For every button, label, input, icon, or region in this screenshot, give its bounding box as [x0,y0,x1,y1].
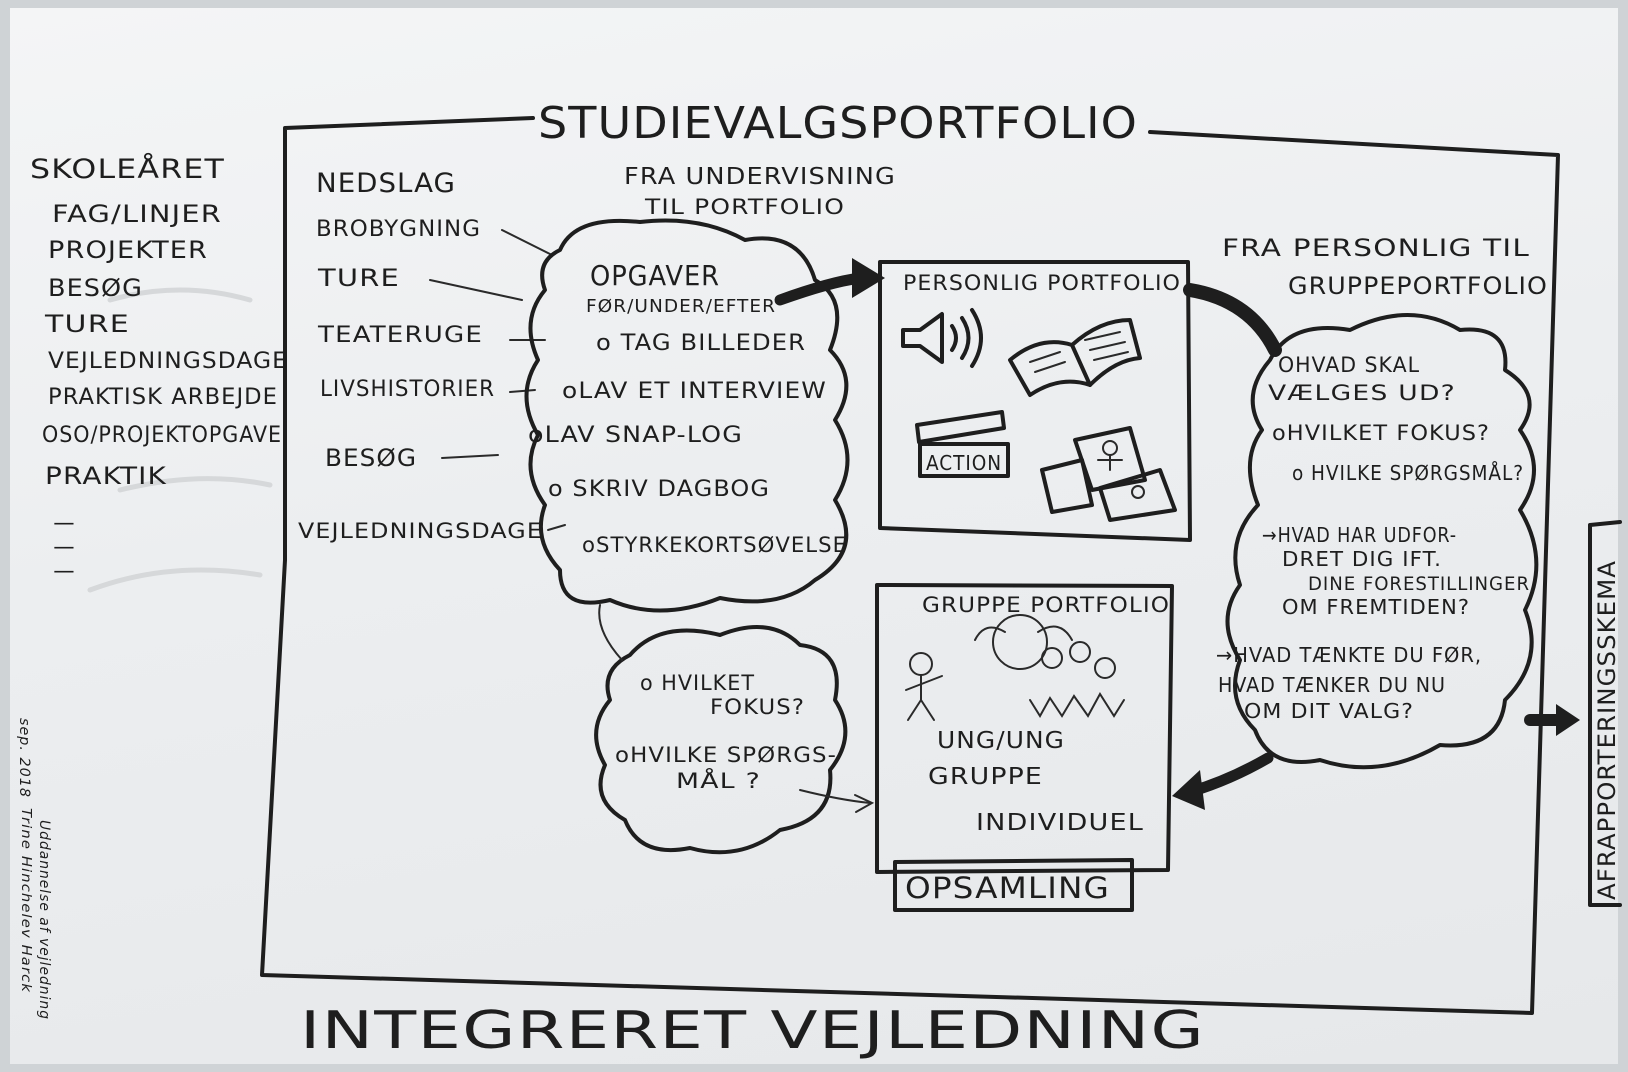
connector-line [501,229,553,256]
opgaver-item: o SKRIV DAGBOG [548,477,770,502]
speaker-icon [901,308,983,368]
right-cloud-item: →HVAD HAR UDFOR- [1262,523,1457,547]
faint-mark [87,567,263,593]
book-icon [1008,318,1142,397]
credit-line: Trine Hinchelev Harck [18,808,33,993]
footer-title: INTEGRERET VEJLEDNING [300,1001,1205,1061]
fra-undervisning-line: FRA UNDERVISNING [624,164,896,190]
arrow-to-personlig [774,272,866,306]
arrow-head [1556,704,1580,736]
afrapportering-box [1588,520,1622,907]
nedslag-item: VEJLEDNINGSDAGE [298,519,543,543]
left-item: PRAKTIK [45,462,167,490]
arrow-head [852,258,885,298]
right-cloud-item: VÆLGES UD? [1268,381,1456,405]
connector-line [441,454,499,459]
nedslag-heading: NEDSLAG [316,168,456,199]
left-item: – [52,535,78,560]
arc-arrow [1183,283,1282,357]
left-item: OSO/PROJEKTOPGAVE [42,423,282,448]
opgaver-item: o TAG BILLEDER [596,331,806,356]
right-cloud-item: OHVAD SKAL [1278,353,1420,377]
fra-undervisning-line: TIL PORTFOLIO [644,195,845,219]
left-item: PRAKTISK ARBEJDE [48,385,278,410]
opgaver-heading: OPGAVER [590,259,720,292]
right-cloud-item: →HVAD TÆNKTE DU FØR, [1216,643,1482,667]
nedslag-item: TURE [317,264,400,292]
connector-line [547,524,566,531]
small-cloud-item: oHVILKE SPØRGS- [615,743,837,767]
diagram-title: STUDIEVALGSPORTFOLIO [538,98,1138,149]
left-item: VEJLEDNINGSDAGE [48,349,288,374]
action-label: ACTION [926,451,1002,475]
gruppe-line: INDIVIDUEL [976,810,1144,836]
small-cloud-item: FOKUS? [710,695,805,719]
nedslag-item: TEATERUGE [317,323,483,348]
left-item: TURE [44,310,130,338]
nedslag-item: BESØG [325,444,417,472]
connector-line [598,604,623,661]
left-item: FAG/LINJER [52,200,222,228]
small-cloud [594,625,848,855]
credit-date: sep. 2018 [16,718,32,798]
left-item: – [52,511,78,536]
fra-personlig-line: GRUPPEPORTFOLIO [1288,272,1548,300]
small-cloud-item: MÅL ? [676,767,761,793]
faint-mark [107,287,253,303]
right-cloud-item: OM FREMTIDEN? [1282,595,1470,619]
group-people-icon [905,614,1125,721]
opgaver-subheading: FØR/UNDER/EFTER [586,296,776,317]
fra-personlig-line: FRA PERSONLIG TIL [1222,234,1530,262]
right-cloud-item: oHVILKET FOKUS? [1272,421,1490,445]
skolearet-heading: SKOLEÅRET [30,153,225,185]
gruppe-portfolio-label: GRUPPE PORTFOLIO [922,593,1170,617]
left-item: – [52,559,78,584]
paper-sheet [10,8,1618,1064]
opgaver-cloud [524,218,850,613]
right-cloud-item: DRET DIG IFT. [1282,547,1442,571]
afrapportering-label: AFRAPPORTERINGSSKEMA [1593,560,1621,900]
opsamling-box [893,858,1134,912]
personlig-portfolio-label: PERSONLIG PORTFOLIO [903,271,1181,295]
right-cloud-item: HVAD TÆNKER DU NU [1218,673,1446,697]
personlig-portfolio-box [878,260,1192,542]
arrow-head [854,794,875,813]
connector-line [509,389,536,393]
small-cloud-item: o HVILKET [640,671,755,695]
opgaver-item: oLAV SNAP-LOG [528,423,743,448]
arrow-to-gruppe-small [799,789,871,804]
right-cloud [1225,313,1539,770]
gruppe-line: GRUPPE [928,764,1043,790]
main-frame [260,116,1560,1015]
right-cloud-item: OM DIT VALG? [1244,699,1414,723]
gruppe-line: UNG/UNG [937,728,1065,754]
opgaver-item: oSTYRKEKORTSØVELSE [582,533,847,557]
opgaver-item: oLAV ET INTERVIEW [562,379,827,404]
faint-mark [117,476,273,493]
arrow-head [1172,770,1205,810]
nedslag-item: LIVSHISTORIER [320,377,495,402]
nedslag-item: BROBYGNING [316,217,481,242]
gruppe-portfolio-box [875,583,1174,874]
credit-line: Uddannelse af vejledning [36,820,52,1020]
opsamling-label: OPSAMLING [905,871,1110,905]
photos-icon [1040,426,1177,522]
left-item: BESØG [48,274,143,302]
clapperboard-icon: ACTION [915,410,1010,478]
connector-line [429,279,523,301]
right-cloud-item: DINE FORESTILLINGER [1308,573,1530,595]
right-cloud-item: o HVILKE SPØRGSMÅL? [1292,461,1524,485]
left-item: PROJEKTER [48,236,208,264]
